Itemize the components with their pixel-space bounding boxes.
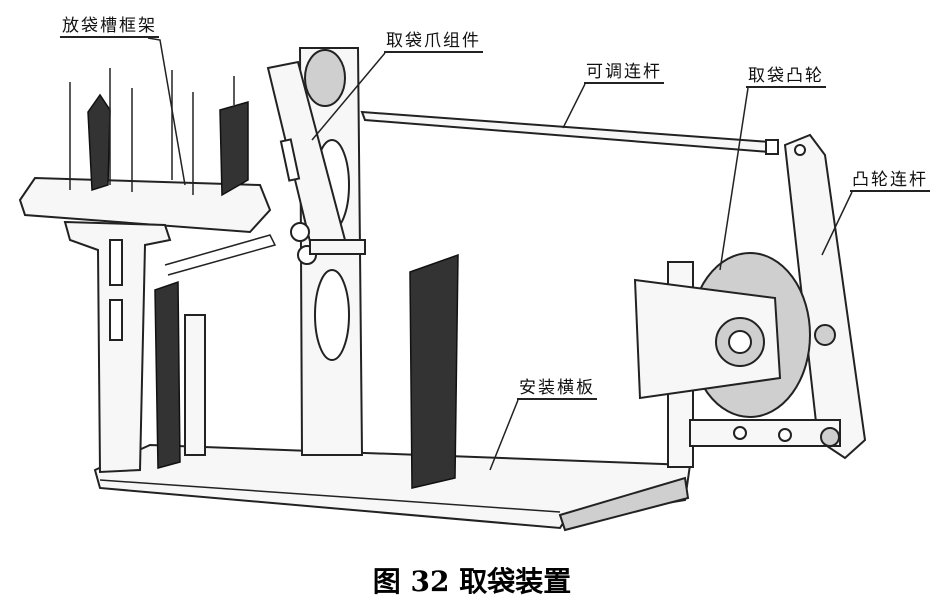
- mounting-plate: [93, 443, 692, 532]
- cam-assembly: [633, 133, 867, 468]
- adjustable-link-rod: [360, 110, 779, 155]
- label-cam-link: 凸轮连杆: [850, 170, 930, 192]
- bag-slot-frame: [18, 68, 277, 474]
- label-adjustable-link: 可调连杆: [584, 62, 664, 84]
- leader-lines: [147, 37, 853, 471]
- figure-caption: 图 32 取袋装置: [372, 565, 572, 598]
- label-mounting-plate: 安装横板: [517, 378, 597, 400]
- label-bag-slot-frame: 放袋槽框架: [60, 16, 159, 38]
- label-bag-gripper-assembly: 取袋爪组件: [384, 31, 483, 53]
- gripper-column: [266, 47, 366, 456]
- bag-plate: [409, 253, 459, 489]
- label-bag-cam: 取袋凸轮: [746, 66, 826, 88]
